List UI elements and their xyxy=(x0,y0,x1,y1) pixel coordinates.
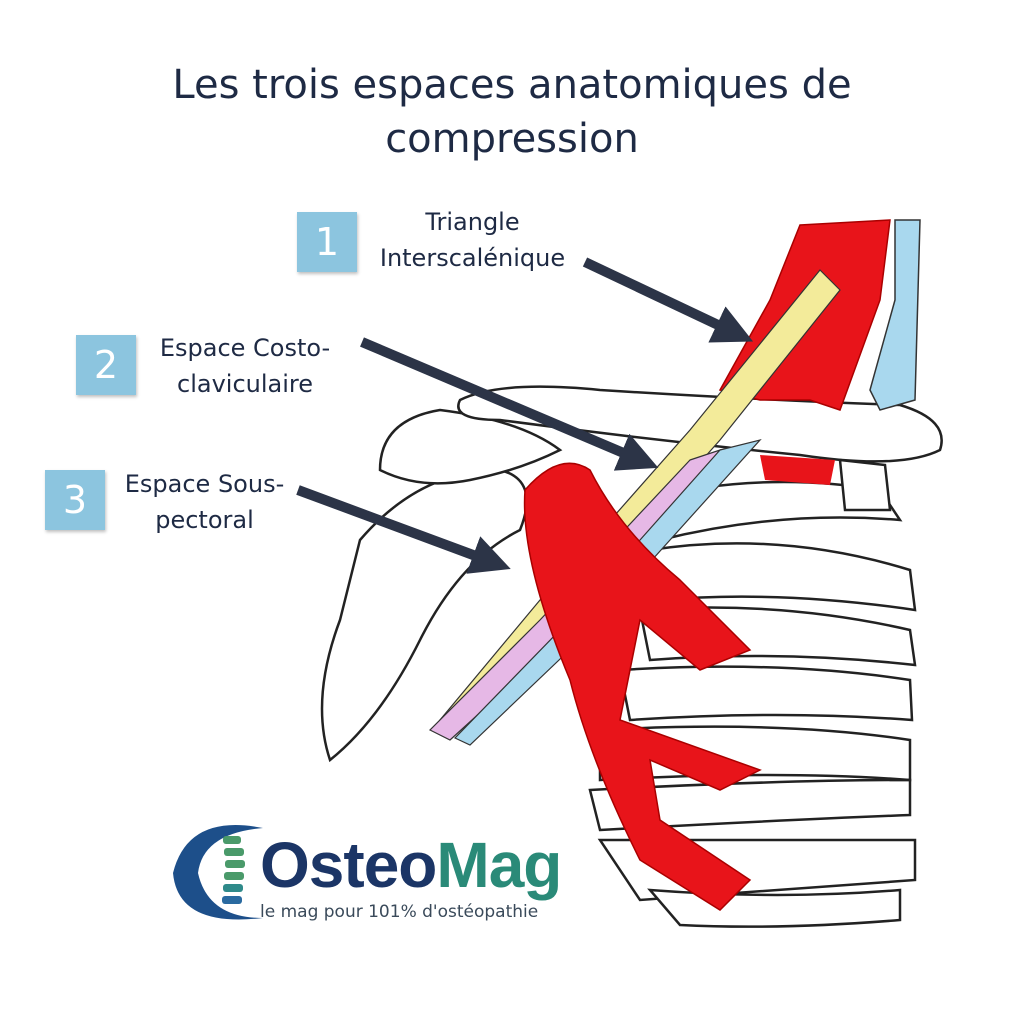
spine-logo-icon xyxy=(173,825,263,920)
jugular-vein xyxy=(869,219,921,411)
logo-name-part2: Mag xyxy=(436,829,562,901)
subclavius-muscle xyxy=(760,455,835,485)
rib xyxy=(618,665,914,722)
label-line: Espace Sous- xyxy=(124,470,285,498)
arrow-3 xyxy=(296,485,511,574)
pectoralis-minor xyxy=(523,462,762,911)
label-line: claviculaire xyxy=(177,370,313,398)
rib xyxy=(648,542,917,612)
space-3-badge: 3 xyxy=(45,470,105,530)
page-title: Les trois espaces anatomiques de compres… xyxy=(0,58,1024,166)
osteomag-logo: OsteoMag le mag pour 101% d'ostéopathie xyxy=(168,818,562,938)
label-line: Triangle xyxy=(425,208,520,236)
arrow-2 xyxy=(360,337,659,471)
first-rib-cartilage xyxy=(838,458,892,512)
logo-wordmark: OsteoMag xyxy=(260,828,562,902)
arrow-1 xyxy=(582,257,754,343)
space-2-badge: 2 xyxy=(76,335,136,395)
rib xyxy=(647,888,902,928)
acromion xyxy=(378,408,563,485)
label-line: Interscalénique xyxy=(379,244,566,272)
title-line-2: compression xyxy=(385,116,639,162)
space-1-label: Triangle Interscalénique xyxy=(360,204,585,276)
space-3-label: Espace Sous- pectoral xyxy=(112,466,297,538)
space-1-badge: 1 xyxy=(297,212,357,272)
label-line: pectoral xyxy=(155,506,254,534)
title-line-1: Les trois espaces anatomiques de xyxy=(172,62,852,108)
label-line: Espace Costo- xyxy=(159,334,331,362)
logo-tagline: le mag pour 101% d'ostéopathie xyxy=(260,902,539,922)
space-2-label: Espace Costo- claviculaire xyxy=(145,330,345,402)
logo-name-part1: Osteo xyxy=(260,829,437,901)
